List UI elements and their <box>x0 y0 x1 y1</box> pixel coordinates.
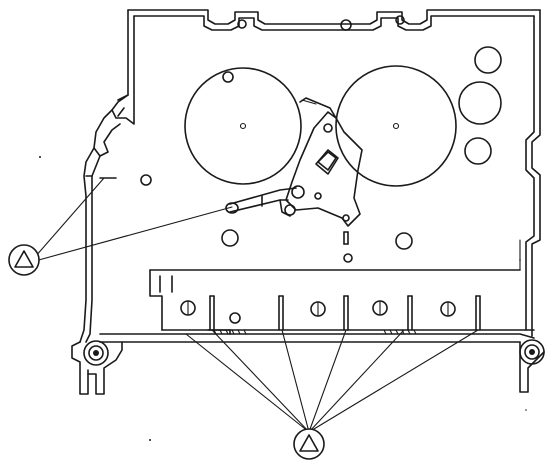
chassis-frame <box>79 9 541 343</box>
callout-bottom <box>185 329 479 460</box>
right-reel <box>335 65 457 187</box>
triangle-in-circle-icon <box>299 434 319 452</box>
rail-holes <box>180 300 456 324</box>
left-reel <box>184 67 302 185</box>
callout-left <box>8 177 233 276</box>
right-gears <box>458 46 502 165</box>
right-foot <box>519 339 545 393</box>
head-lever-assembly <box>225 97 363 245</box>
left-foot <box>71 340 123 395</box>
chassis-holes <box>140 15 413 263</box>
scan-specks <box>39 156 527 441</box>
triangle-in-circle-icon <box>14 250 34 268</box>
bottom-rail <box>99 239 535 343</box>
